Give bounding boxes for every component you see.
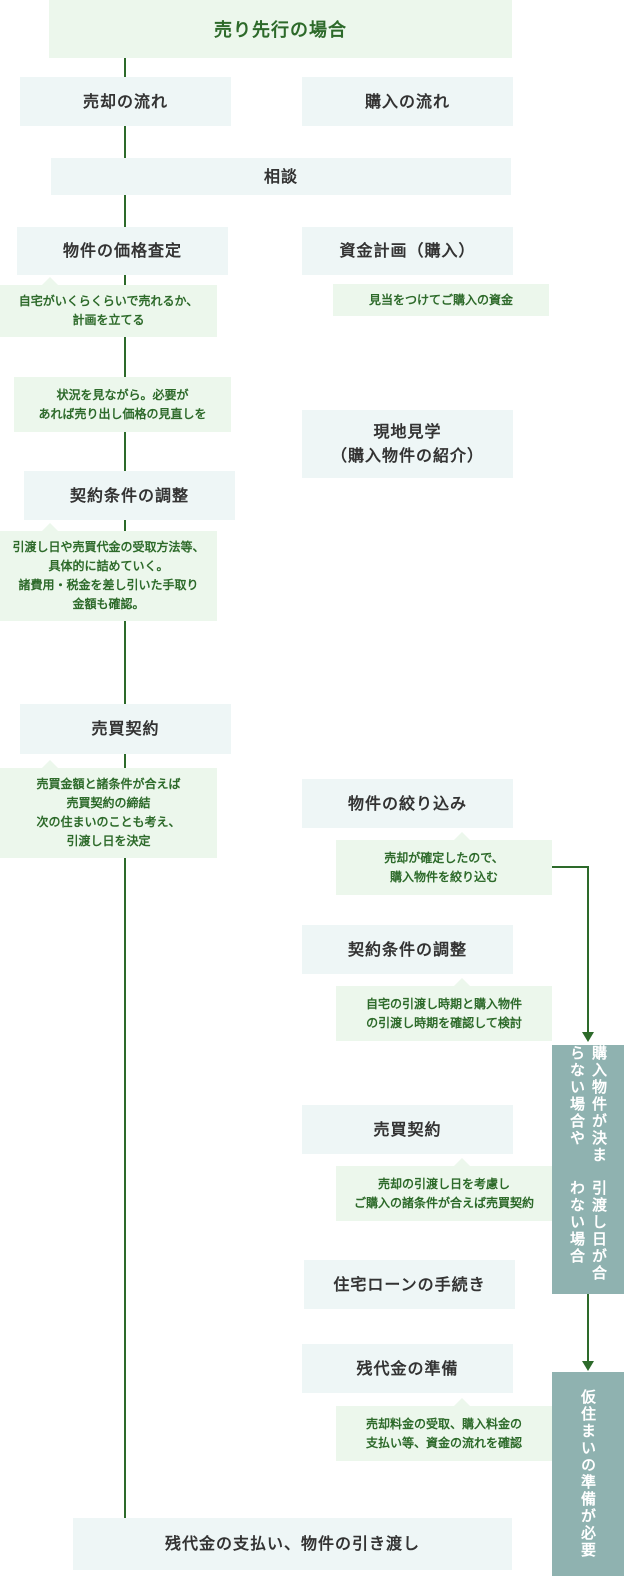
buy-contract-step: 売買契約 (302, 1105, 513, 1154)
sell-appraisal-step: 物件の価格査定 (17, 227, 228, 275)
note-pointer (454, 1158, 470, 1166)
note-pointer (454, 1398, 470, 1406)
note-pointer (42, 760, 58, 768)
consult-step: 相談 (51, 158, 511, 195)
buy-funding-note: 見当をつけてご購入の資金 (333, 284, 549, 316)
branch-line-to-mismatch (587, 866, 589, 1034)
side-note-mismatch: 購入物件が決まらない場合や 引渡し日が合わない場合 (552, 1045, 624, 1294)
buy-narrow-step: 物件の絞り込み (302, 779, 513, 828)
note-pointer (454, 832, 470, 840)
arrow-to-mismatch-icon (582, 1032, 594, 1042)
branch-line-horizontal (551, 866, 589, 868)
buy-balance-note: 売却料金の受取、購入料金の 支払い等、資金の流れを確認 (336, 1398, 552, 1461)
buy-visit-step: 現地見学 （購入物件の紹介） (302, 410, 513, 478)
buy-terms-step: 契約条件の調整 (302, 925, 513, 974)
side-note-temporary: 仮住まいの準備が必要 (552, 1372, 624, 1576)
buy-narrow-note: 売却が確定したので、 購入物件を絞り込む (336, 832, 552, 895)
buy-loan-step: 住宅ローンの手続き (304, 1260, 515, 1309)
buy-contract-note: 売却の引渡し日を考慮し ご購入の諸条件が合えば売買契約 (336, 1158, 552, 1221)
buy-funding-step: 資金計画（購入） (302, 227, 513, 275)
buy-balance-prep-step: 残代金の準備 (302, 1344, 513, 1393)
final-step: 残代金の支払い、物件の引き渡し (73, 1518, 512, 1570)
sell-review-note: 状況を見ながら。必要が あれば売り出し価格の見直しを (14, 377, 231, 432)
note-pointer (42, 523, 58, 531)
arrow-to-temporary-icon (582, 1361, 594, 1371)
sell-contract-step: 売買契約 (20, 704, 231, 754)
sell-contract-note: 売買金額と諸条件が合えば 売買契約の締結 次の住まいのことも考え、 引渡し日を決… (0, 760, 217, 858)
note-pointer (454, 978, 470, 986)
buy-column-header: 購入の流れ (302, 77, 513, 126)
sell-terms-step: 契約条件の調整 (24, 471, 235, 520)
buy-terms-note: 自宅の引渡し時期と購入物件 の引渡し時期を確認して検討 (336, 978, 552, 1041)
sell-appraisal-note: 自宅がいくらくらいで売れるか、 計画を立てる (0, 277, 217, 337)
sell-terms-note: 引渡し日や売買代金の受取方法等、 具体的に詰めていく。 諸費用・税金を差し引いた… (0, 523, 217, 621)
diagram-title: 売り先行の場合 (49, 0, 512, 58)
note-pointer (42, 277, 58, 285)
branch-line-to-temporary (587, 1294, 589, 1362)
sell-column-header: 売却の流れ (20, 77, 231, 126)
